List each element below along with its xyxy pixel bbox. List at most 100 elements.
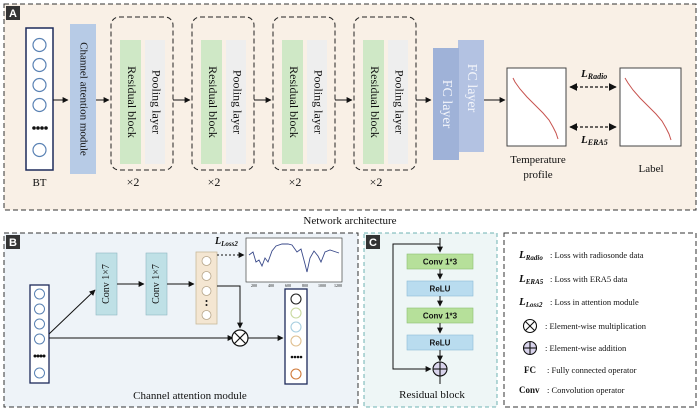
svg-text:600: 600 — [285, 283, 291, 288]
attention-weight-plot — [245, 237, 343, 283]
residual-block-label: Residual block — [206, 66, 220, 138]
fc-layer-1-label: FC layer — [439, 80, 454, 129]
panel-b-caption: Channel attention module — [133, 390, 247, 402]
panel-a: A BT Channel attention module Residual b… — [3, 3, 697, 211]
pooling-layer-label: Pooling layer — [311, 70, 325, 134]
legend-symbol-radio: LRadio — [518, 249, 543, 262]
pooling-layer — [307, 40, 327, 164]
attention-ellipsis — [205, 300, 208, 306]
stage-2: Residual block Pooling layer ×2 — [191, 16, 255, 189]
svg-text:1200: 1200 — [334, 283, 342, 288]
residual-block-label: Residual block — [368, 66, 382, 138]
repeat-label: ×2 — [127, 175, 140, 189]
residual-block — [282, 40, 303, 164]
attention-weight-circles — [201, 256, 212, 320]
addition-icon — [432, 361, 448, 377]
panel-c-caption: Residual block — [399, 389, 465, 401]
bt-ellipsis — [32, 126, 48, 130]
legend-desc-radio: : Loss with radiosonde data — [550, 250, 644, 260]
panel-a-letter: A — [9, 8, 17, 20]
c-conv-2-label: Conv 1*3 — [423, 312, 458, 321]
temperature-profile-label-1: Temperature — [510, 154, 566, 166]
panel-a-caption: Network architecture — [303, 215, 396, 227]
fc-layer-1 — [433, 48, 459, 160]
pooling-layer-label: Pooling layer — [392, 70, 406, 134]
panel-b: B Conv 1×7 Conv 1×7 LLoss2 — [3, 232, 359, 408]
svg-text:200: 200 — [251, 283, 257, 288]
bt-circle — [32, 142, 47, 158]
legend-symbol-era5: LERA5 — [518, 273, 544, 286]
loss2-symbol: LLoss2 — [214, 236, 238, 248]
loss-radio-symbol: LRadio — [580, 68, 607, 81]
conv-block-2-label: Conv 1×7 — [151, 264, 162, 304]
legend-desc-era5: : Loss with ERA5 data — [550, 274, 628, 284]
legend-multiply-icon — [522, 318, 538, 334]
temperature-curve — [512, 77, 559, 140]
cam-label: Channel attention module — [77, 42, 89, 156]
svg-text:800: 800 — [302, 283, 308, 288]
c-skip-connection — [392, 243, 440, 372]
stage-3: Residual block Pooling layer ×2 — [272, 16, 336, 189]
panel-a-letter-box — [6, 6, 20, 20]
residual-block — [201, 40, 222, 164]
pooling-layer-label: Pooling layer — [149, 70, 163, 134]
legend-frame — [503, 232, 697, 408]
c-conv-1-label: Conv 1*3 — [423, 258, 458, 267]
legend-desc-fc: : Fully connected operator — [547, 365, 637, 375]
pooling-layer — [388, 40, 408, 164]
label-plot — [619, 67, 682, 147]
pooling-layer — [145, 40, 165, 164]
cam-block — [70, 24, 96, 174]
temperature-profile-label-2: profile — [523, 169, 552, 181]
label-text: Label — [638, 163, 663, 175]
arrow-weights-mult — [217, 285, 243, 329]
legend-desc-conv: : Convolution operator — [547, 385, 625, 395]
b-output-circles — [290, 293, 302, 380]
panel-c: C Conv 1*3 ReLU Conv 1*3 ReLU Residual b… — [363, 232, 498, 408]
b-input-circles — [34, 288, 45, 379]
legend-symbol-fc: FC — [524, 365, 536, 375]
legend-desc-multiply: : Element-wise multiplication — [545, 321, 647, 331]
b-output-ellipsis — [290, 355, 303, 359]
pooling-layer-label: Pooling layer — [230, 70, 244, 134]
b-input-ellipsis — [33, 354, 46, 358]
stage-4: Residual block Pooling layer ×2 — [353, 16, 417, 189]
panel-b-letter-box — [6, 235, 20, 249]
legend-addition-icon — [522, 340, 538, 356]
bt-circle — [32, 77, 47, 93]
panel-b-letter: B — [9, 237, 17, 249]
legend-desc-addition: : Element-wise addition — [545, 343, 627, 353]
stage-1: Residual block Pooling layer ×2 — [110, 16, 174, 189]
panel-c-letter-box — [366, 235, 380, 249]
c-relu-1-label: ReLU — [430, 285, 451, 294]
bt-circles — [32, 37, 47, 158]
residual-block-label: Residual block — [125, 66, 139, 138]
attention-weight-curve — [248, 243, 340, 273]
fc-layer-2-label: FC layer — [464, 64, 479, 113]
bt-circle — [32, 97, 47, 113]
svg-text:400: 400 — [268, 283, 274, 288]
residual-block — [120, 40, 141, 164]
residual-block-label: Residual block — [287, 66, 301, 138]
repeat-label: ×2 — [289, 175, 302, 189]
legend: LRadio : Loss with radiosonde data LERA5… — [503, 232, 697, 408]
svg-text:1000: 1000 — [318, 283, 326, 288]
pooling-layer — [226, 40, 246, 164]
residual-block — [363, 40, 384, 164]
legend-desc-loss2: : Loss in attention module — [550, 297, 639, 307]
c-relu-2-label: ReLU — [430, 339, 451, 348]
loss-era5-symbol: LERA5 — [580, 134, 608, 147]
legend-symbol-conv: Conv — [519, 385, 540, 395]
repeat-label: ×2 — [370, 175, 383, 189]
bt-circle — [32, 37, 47, 53]
fc-layer-2 — [458, 40, 484, 152]
multiply-icon — [231, 329, 249, 347]
legend-symbol-loss2: LLoss2 — [518, 296, 543, 309]
arrow-input-conv1 — [48, 289, 96, 335]
conv-block-1-label: Conv 1×7 — [101, 264, 112, 304]
bt-circle — [32, 57, 47, 73]
panel-c-letter: C — [369, 237, 377, 249]
plot-xticks: 200 400 600 800 1000 1200 — [251, 283, 342, 288]
bt-label: BT — [32, 177, 46, 189]
